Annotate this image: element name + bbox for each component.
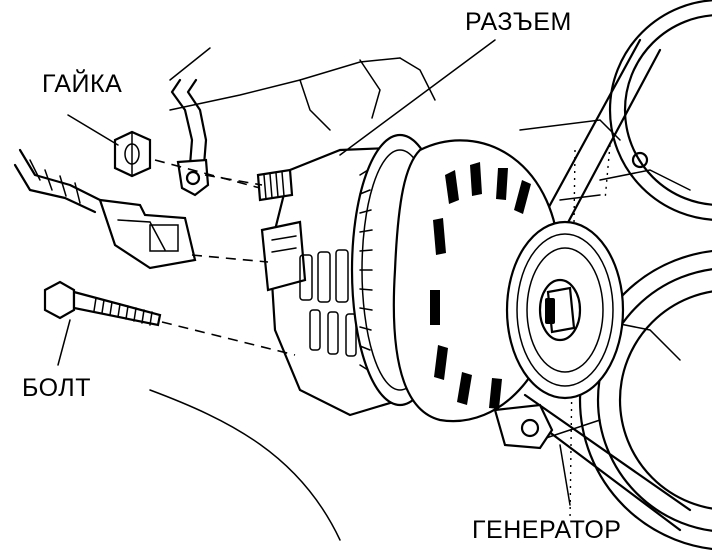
- alternator-pulley: [505, 151, 649, 400]
- wiring-harness: [13, 148, 102, 214]
- battery-cable: [170, 78, 210, 197]
- bolt: [43, 280, 162, 327]
- connector-plug: [98, 198, 197, 270]
- stator-teeth: [359, 169, 373, 371]
- front-vents: [430, 162, 531, 409]
- engine-block-outline: [149, 47, 691, 541]
- label-nut: ГАЙКА: [42, 68, 122, 98]
- label-bolt: БОЛТ: [22, 374, 91, 402]
- right-pulley: [578, 0, 712, 550]
- nut: [113, 130, 152, 178]
- rear-cover-slots: [299, 249, 357, 357]
- label-generator: ГЕНЕРАТОР: [472, 516, 621, 544]
- assembly-lines: [154, 159, 296, 356]
- leader-lines: [57, 39, 571, 506]
- label-connector: РАЗЪЕМ: [465, 8, 572, 36]
